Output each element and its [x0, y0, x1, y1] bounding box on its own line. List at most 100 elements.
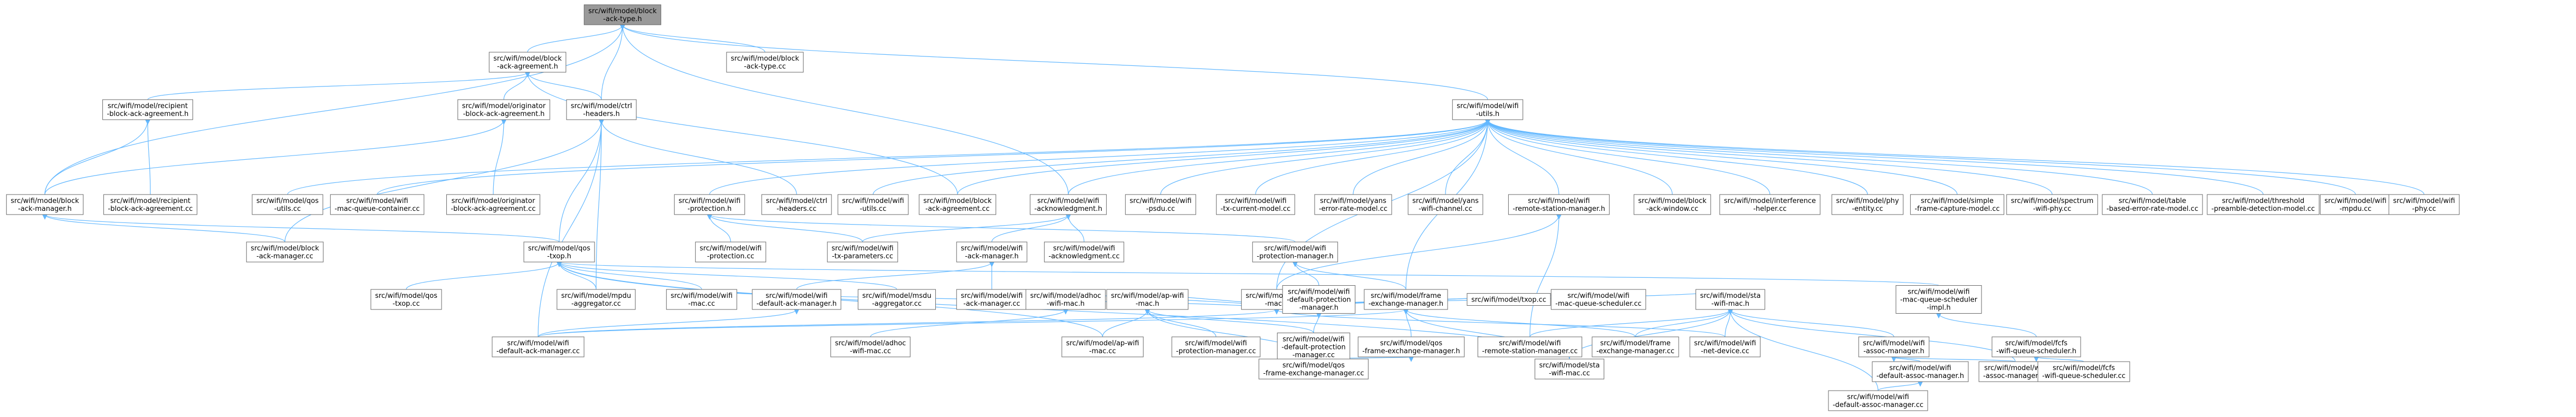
file-node-bat-h[interactable]: src/wifi/model/block-ack-agreement.h: [489, 52, 567, 73]
file-node-simple[interactable]: src/wifi/model/simple-frame-capture-mode…: [1910, 194, 2005, 215]
file-node-adhoc-h[interactable]: src/wifi/model/adhoc-wifi-mac.h: [1026, 289, 1106, 310]
include-edge: [1066, 214, 1085, 243]
file-node-txop-cc[interactable]: src/wifi/model/txop.cc: [1467, 293, 1551, 306]
file-node-prot-h[interactable]: src/wifi/model/wifi-protection.h: [674, 194, 745, 215]
include-edge: [873, 119, 1490, 195]
file-node-sta-h[interactable]: src/wifi/model/sta-wifi-mac.h: [1696, 289, 1765, 310]
file-node-phy[interactable]: src/wifi/model/wifi-phy.cc: [2388, 194, 2460, 215]
file-node-fem-cc[interactable]: src/wifi/model/frame-exchange-manager.cc: [1592, 336, 1679, 357]
file-node-utils-h[interactable]: src/wifi/model/wifi-utils.h: [1452, 99, 1524, 120]
node-label-line: src/wifi/model/table: [2119, 197, 2186, 205]
include-edge: [862, 214, 1071, 243]
node-label-line: -default-assoc-manager.h: [1876, 372, 1964, 380]
node-box: [1277, 333, 1351, 361]
file-node-sta-cc[interactable]: src/wifi/model/sta-wifi-mac.cc: [1535, 358, 1604, 380]
node-label-line: src/wifi/model/wifi: [831, 245, 893, 253]
file-node-mpdu-agg[interactable]: src/wifi/model/mpdu-aggregator.cc: [557, 289, 636, 310]
node-label-line: src/wifi/model/ap-wifi: [1066, 340, 1139, 347]
file-node-qosfem-cc[interactable]: src/wifi/model/qos-frame-exchange-manage…: [1258, 358, 1369, 380]
file-node-defassoc-h[interactable]: src/wifi/model/wifi-default-assoc-manage…: [1872, 361, 1969, 382]
file-node-ctrl-cc[interactable]: src/wifi/model/ctrl-headers.cc: [761, 194, 832, 215]
file-node-bat-cc[interactable]: src/wifi/model/block-ack-type.cc: [726, 52, 804, 73]
file-node-baa-cc[interactable]: src/wifi/model/block-ack-agreement.cc: [918, 194, 997, 215]
file-node-phyent[interactable]: src/wifi/model/phy-entity.cc: [1831, 194, 1904, 215]
file-node-rsm-cc[interactable]: src/wifi/model/wifi-remote-station-manag…: [1477, 336, 1583, 357]
file-node-ap-cc[interactable]: src/wifi/model/ap-wifi-mac.cc: [1061, 336, 1144, 357]
include-edge: [44, 24, 625, 195]
file-node-netdev[interactable]: src/wifi/model/wifi-net-device.cc: [1689, 336, 1761, 357]
file-node-rsm-h[interactable]: src/wifi/model/wifi-remote-station-manag…: [1508, 194, 1610, 215]
node-box: [330, 194, 425, 215]
file-node-ackm-h[interactable]: src/wifi/model/wifi-ack-manager.h: [956, 241, 1028, 263]
node-label-line: -mac.h: [1136, 300, 1160, 308]
file-node-mqs[interactable]: src/wifi/model/wifi-mac-queue-scheduler.…: [1550, 289, 1646, 310]
file-node-defprot-cc[interactable]: src/wifi/model/wifi-default-protection-m…: [1277, 333, 1351, 361]
file-node-msdu-agg[interactable]: src/wifi/model/msdu-aggregator.cc: [858, 289, 936, 310]
file-node-adhoc-cc[interactable]: src/wifi/model/adhoc-wifi-mac.cc: [830, 336, 911, 357]
file-node-mpdu[interactable]: src/wifi/model/wifi-mpdu.cc: [2320, 194, 2391, 215]
file-node-ap-h[interactable]: src/wifi/model/ap-wifi-mac.h: [1106, 289, 1189, 310]
file-node-mac-cc[interactable]: src/wifi/model/wifi-mac.cc: [666, 289, 738, 310]
node-label-line: src/wifi/model/recipient: [108, 102, 188, 110]
file-node-baw[interactable]: src/wifi/model/block-ack-window.cc: [1633, 194, 1711, 215]
file-node-utils-cc[interactable]: src/wifi/model/wifi-utils.cc: [837, 194, 909, 215]
file-node-protm-cc[interactable]: src/wifi/model/wifi-protection-manager.c…: [1171, 336, 1261, 357]
include-edge: [525, 72, 602, 100]
file-node-qosfem-h[interactable]: src/wifi/model/qos-frame-exchange-manage…: [1357, 336, 1465, 357]
file-node-protm-h[interactable]: src/wifi/model/wifi-protection-manager.h: [1252, 241, 1338, 263]
file-node-defprot-h[interactable]: src/wifi/model/wifi-default-protection-m…: [1282, 285, 1356, 314]
file-node-thresh[interactable]: src/wifi/model/threshold-preamble-detect…: [2207, 194, 2320, 215]
include-edge: [707, 214, 863, 243]
node-label-line: src/wifi/model/block: [923, 197, 992, 205]
include-edge: [1403, 309, 1636, 337]
file-node-defack-cc[interactable]: src/wifi/model/wifi-default-ack-manager.…: [492, 336, 585, 357]
file-node-mqsi-h[interactable]: src/wifi/model/wifi-mac-queue-scheduler-…: [1895, 285, 1982, 314]
file-node-defack-h[interactable]: src/wifi/model/wifi-default-ack-manager.…: [752, 289, 841, 310]
file-node-fifo-h[interactable]: src/wifi/model/fcfs-wifi-queue-scheduler…: [1991, 336, 2081, 357]
file-node-txp[interactable]: src/wifi/model/wifi-tx-parameters.cc: [827, 241, 898, 263]
file-node-assoc-h[interactable]: src/wifi/model/wifi-assoc-manager.h: [1858, 336, 1930, 357]
file-node-ackm-cc[interactable]: src/wifi/model/wifi-ack-manager.cc: [956, 289, 1028, 310]
file-node-orig-h[interactable]: src/wifi/model/originator-block-ack-agre…: [457, 99, 550, 120]
file-node-fifo-cc[interactable]: src/wifi/model/fcfs-wifi-queue-scheduler…: [2037, 361, 2130, 382]
node-label-line: src/wifi/model/wifi: [1847, 393, 1909, 401]
node-label-line: -mac.cc: [1089, 347, 1116, 355]
node-box: [1216, 194, 1295, 215]
file-node-ack-h[interactable]: src/wifi/model/wifi-acknowledgment.h: [1030, 194, 1107, 215]
file-node-interf[interactable]: src/wifi/model/interference-helper.cc: [1719, 194, 1821, 215]
file-node-rec-cc[interactable]: src/wifi/model/recipient-block-ack-agree…: [103, 194, 197, 215]
file-node-yans-ch[interactable]: src/wifi/model/yans-wifi-channel.cc: [1407, 194, 1483, 215]
file-node-orig-cc[interactable]: src/wifi/model/originator-block-ack-agre…: [446, 194, 540, 215]
file-node-spec[interactable]: src/wifi/model/spectrum-wifi-phy.cc: [2006, 194, 2098, 215]
file-node-root[interactable]: src/wifi/model/block-ack-type.h: [583, 4, 662, 25]
file-node-fem-h[interactable]: src/wifi/model/frame-exchange-manager.h: [1364, 289, 1448, 310]
node-label-line: src/wifi/model/yans: [1412, 197, 1479, 205]
file-node-qos-txop-cc[interactable]: src/wifi/model/qos-txop.cc: [370, 289, 442, 310]
node-label-line: -protection-manager.h: [1257, 253, 1333, 260]
file-node-bam-cc[interactable]: src/wifi/model/block-ack-manager.cc: [246, 241, 324, 263]
file-node-yans-err[interactable]: src/wifi/model/yans-error-rate-model.cc: [1314, 194, 1392, 215]
node-label-line: src/wifi/model/wifi: [1288, 288, 1349, 296]
file-node-bam-h[interactable]: src/wifi/model/block-ack-manager.h: [6, 194, 84, 215]
include-edge: [1878, 381, 1923, 391]
include-edge: [44, 119, 506, 195]
node-label-line: src/wifi/model/adhoc: [835, 340, 906, 347]
file-node-table[interactable]: src/wifi/model/table-based-error-rate-mo…: [2102, 194, 2203, 215]
file-node-defassoc-cc[interactable]: src/wifi/model/wifi-default-assoc-manage…: [1828, 390, 1928, 411]
node-label-line: src/wifi/model/originator: [452, 197, 535, 205]
node-label-line: -entity.cc: [1852, 205, 1883, 213]
include-edge: [287, 119, 1490, 195]
file-node-txcur[interactable]: src/wifi/model/wifi-tx-current-model.cc: [1216, 194, 1295, 215]
node-box: [1407, 194, 1483, 215]
file-node-ack-cc[interactable]: src/wifi/model/wifi-acknowledgment.cc: [1044, 241, 1124, 263]
file-node-macq[interactable]: src/wifi/model/wifi-mac-queue-container.…: [330, 194, 425, 215]
node-label-line: -block-ack-agreement.h: [107, 110, 189, 118]
file-node-prot-cc[interactable]: src/wifi/model/wifi-protection.cc: [695, 241, 767, 263]
file-node-rec-h[interactable]: src/wifi/model/recipient-block-ack-agree…: [102, 99, 193, 120]
file-node-ctrl-h[interactable]: src/wifi/model/ctrl-headers.h: [566, 99, 637, 120]
file-node-psdu[interactable]: src/wifi/model/wifi-psdu.cc: [1125, 194, 1196, 215]
file-node-qos-txop-h[interactable]: src/wifi/model/qos-txop.h: [523, 241, 595, 263]
file-node-qos-utils[interactable]: src/wifi/model/qos-utils.cc: [252, 194, 323, 215]
include-edge: [1485, 119, 1770, 195]
include-edge: [1485, 119, 2053, 195]
